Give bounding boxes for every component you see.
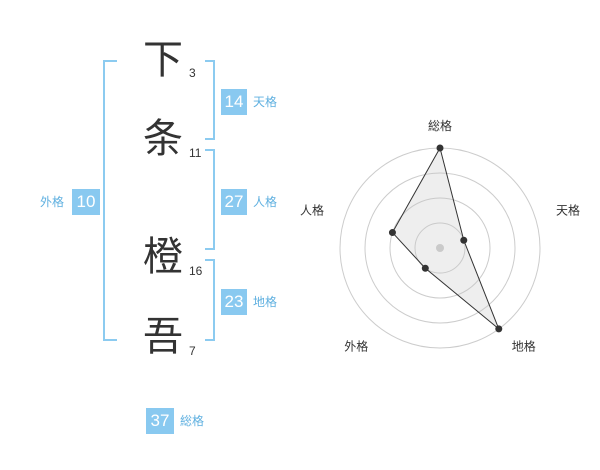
- radar-axis-label: 人格: [300, 202, 324, 217]
- radar-axis-label: 天格: [556, 202, 580, 217]
- radar-series-shape: [391, 146, 500, 330]
- radar-point: [388, 229, 396, 237]
- name-char-1: 下: [143, 37, 183, 83]
- name-char-3: 橙: [143, 234, 183, 280]
- radar-point: [436, 144, 444, 152]
- gaikaku-bracket: [103, 60, 117, 341]
- soukaku-value: 37: [146, 408, 174, 434]
- radar-axis-label: 地格: [512, 339, 536, 354]
- gaikaku-label: 外格: [40, 195, 65, 209]
- chikaku-label: 地格: [253, 295, 278, 309]
- radar-center-dot: [436, 244, 444, 252]
- stroke-count-2: 11: [189, 146, 202, 160]
- radar-point: [460, 236, 468, 244]
- gaikaku-value: 10: [72, 189, 100, 215]
- stroke-count-4: 7: [189, 344, 196, 358]
- name-char-2: 条: [143, 116, 183, 162]
- jinkaku-value: 27: [221, 189, 247, 215]
- radar-point: [421, 264, 429, 272]
- radar-axis-label: 総格: [428, 118, 452, 133]
- tenkaku-label: 天格: [253, 95, 278, 109]
- name-char-4: 吾: [143, 314, 183, 360]
- soukaku-label: 総格: [180, 414, 205, 428]
- jinkaku-label: 人格: [253, 195, 278, 209]
- chikaku-bracket: [205, 259, 215, 341]
- radar-axis-label: 外格: [344, 339, 368, 354]
- stroke-count-1: 3: [189, 66, 196, 80]
- tenkaku-value: 14: [221, 89, 247, 115]
- jinkaku-bracket: [205, 149, 215, 250]
- tenkaku-bracket: [205, 60, 215, 140]
- chikaku-value: 23: [221, 289, 247, 315]
- stroke-count-3: 16: [189, 264, 203, 278]
- radar-point: [495, 325, 503, 333]
